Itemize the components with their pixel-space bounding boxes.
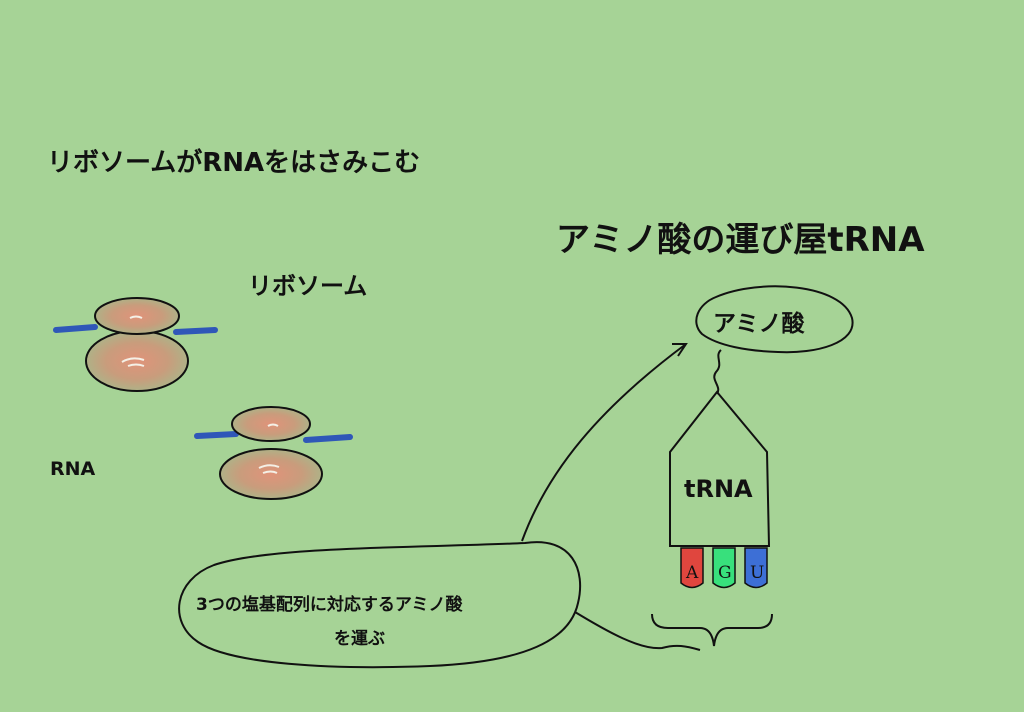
base-u-letter: U — [750, 563, 764, 583]
label-trna: tRNA — [684, 475, 753, 503]
anticodon: A G U — [680, 547, 768, 589]
ribosome-2-highlight — [258, 423, 280, 474]
codon-brace — [651, 613, 773, 647]
base-g-letter: G — [718, 563, 732, 583]
explanation-bubble-tail — [521, 343, 688, 542]
ribosome-1-large-subunit — [85, 330, 189, 392]
label-rna: RNA — [50, 458, 96, 480]
amino-acid-link — [713, 349, 722, 395]
ribosome-1 — [53, 297, 218, 392]
heading-ribosome-sandwich: リボソームがRNAをはさみこむ — [47, 148, 421, 178]
explanation-line-2: を運ぶ — [334, 629, 385, 649]
label-ribosome: リボソーム — [248, 272, 368, 300]
base-a-tab — [680, 547, 704, 589]
explanation-line-1: 3つの塩基配列に対応するアミノ酸 — [196, 595, 463, 615]
ribosome-2 — [194, 406, 353, 500]
rna-strand-2 — [194, 431, 353, 443]
base-a-letter: A — [685, 563, 699, 583]
trna-body — [669, 390, 771, 547]
heading-trna-carrier: アミノ酸の運び屋tRNA — [556, 220, 925, 260]
amino-acid-bubble — [695, 285, 854, 354]
base-g-tab — [712, 547, 736, 589]
base-u-tab — [744, 547, 768, 589]
ribosome-2-large-subunit — [219, 448, 323, 500]
rna-strand-1 — [53, 324, 218, 335]
bubble-to-brace-link — [574, 611, 701, 651]
ribosome-1-highlight — [121, 315, 145, 367]
label-amino-acid: アミノ酸 — [713, 311, 805, 337]
explanation-bubble — [178, 541, 582, 669]
